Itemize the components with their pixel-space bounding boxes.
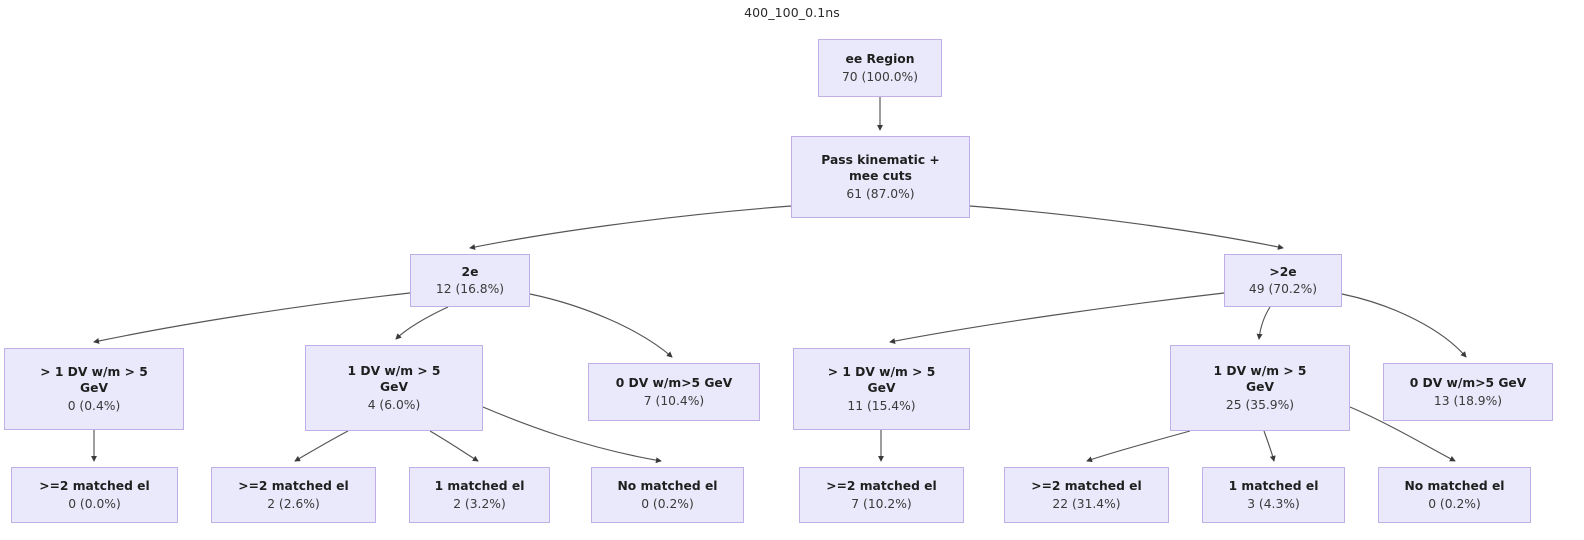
page-title: 400_100_0.1ns (744, 5, 840, 20)
node-leaf2[interactable]: >=2 matched el 2 (2.6%) (211, 467, 376, 523)
node-label: >=2 matched el (826, 479, 937, 494)
node-leaf6[interactable]: >=2 matched el 22 (31.4%) (1004, 467, 1169, 523)
node-stat: 7 (10.2%) (851, 496, 912, 511)
edge-pass_cuts-to-two_e (469, 205, 792, 250)
node-leaf7[interactable]: 1 matched el 3 (4.3%) (1202, 467, 1345, 523)
node-stat: 0 (0.4%) (67, 398, 121, 413)
node-r_0dv[interactable]: 0 DV w/m>5 GeV 13 (18.9%) (1383, 363, 1553, 421)
edge-pass_cuts-to-gt_two_e (969, 205, 1284, 250)
node-leaf3[interactable]: 1 matched el 2 (3.2%) (409, 467, 550, 523)
node-leaf1[interactable]: >=2 matched el 0 (0.0%) (11, 467, 178, 523)
edge-two_e-to-l_1dv (395, 306, 449, 340)
edge-r_1dv-to-leaf7 (1263, 430, 1276, 462)
edge-gt_two_e-to-r_gt1dv (889, 292, 1225, 344)
node-label: >=2 matched el (238, 479, 349, 494)
node-leaf8[interactable]: No matched el 0 (0.2%) (1378, 467, 1531, 523)
node-stat: 61 (87.0%) (846, 186, 915, 201)
edge-gt_two_e-to-r_1dv (1256, 306, 1271, 340)
node-label: ee Region (845, 52, 915, 67)
node-label: >=2 matched el (1031, 479, 1142, 494)
node-stat: 0 (0.2%) (1428, 496, 1481, 511)
node-stat: 13 (18.9%) (1433, 393, 1503, 408)
edge-l_1dv-to-leaf2 (294, 430, 349, 462)
node-pass_cuts[interactable]: Pass kinematic +mee cuts 61 (87.0%) (791, 136, 970, 218)
edge-two_e-to-l_0dv (529, 293, 673, 358)
node-label: 0 DV w/m>5 GeV (1409, 376, 1527, 391)
edge-two_e-to-l_gt1dv (93, 292, 411, 344)
node-gt_two_e[interactable]: >2e 49 (70.2%) (1224, 254, 1342, 307)
node-stat: 0 (0.2%) (641, 496, 694, 511)
node-stat: 11 (15.4%) (847, 398, 916, 413)
node-label: 1 matched el (1228, 479, 1319, 494)
node-label: 1 matched el (434, 479, 525, 494)
node-stat: 7 (10.4%) (643, 393, 705, 408)
edge-r_1dv-to-leaf6 (1086, 430, 1191, 463)
node-stat: 3 (4.3%) (1247, 496, 1300, 511)
node-label: No matched el (617, 479, 718, 494)
edge-l_1dv-to-leaf3 (429, 430, 479, 462)
node-label: >=2 matched el (39, 479, 150, 494)
node-leaf5[interactable]: >=2 matched el 7 (10.2%) (799, 467, 964, 523)
node-label: No matched el (1404, 479, 1505, 494)
node-stat: 22 (31.4%) (1052, 496, 1121, 511)
node-stat: 2 (3.2%) (453, 496, 506, 511)
node-stat: 2 (2.6%) (267, 496, 320, 511)
node-label: Pass kinematic +mee cuts (821, 153, 940, 184)
node-stat: 25 (35.9%) (1225, 397, 1295, 412)
node-l_0dv[interactable]: 0 DV w/m>5 GeV 7 (10.4%) (588, 363, 760, 421)
node-stat: 0 (0.0%) (68, 496, 121, 511)
node-two_e[interactable]: 2e 12 (16.8%) (410, 254, 530, 307)
node-label: 0 DV w/m>5 GeV (615, 376, 733, 391)
node-label: 2e (461, 264, 479, 279)
node-stat: 12 (16.8%) (435, 282, 505, 296)
node-stat: 49 (70.2%) (1248, 282, 1318, 296)
node-label: >2e (1269, 264, 1297, 279)
node-stat: 70 (100.0%) (841, 69, 919, 84)
node-ee_region[interactable]: ee Region 70 (100.0%) (818, 39, 942, 97)
node-leaf4[interactable]: No matched el 0 (0.2%) (591, 467, 744, 523)
edge-gt_two_e-to-r_0dv (1341, 293, 1467, 358)
node-stat: 4 (6.0%) (367, 397, 421, 412)
